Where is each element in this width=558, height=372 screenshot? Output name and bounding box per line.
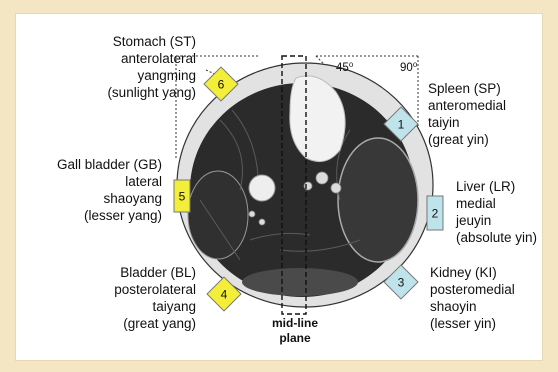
angle-90-label: 90⁰ <box>400 60 417 74</box>
posterior-region <box>242 268 358 296</box>
lateral-muscle <box>188 171 248 259</box>
svg-text:3: 3 <box>398 276 405 290</box>
bladder-label: Bladder (BL) posterolateral taiyang (gre… <box>40 264 196 332</box>
badge-5: 5 <box>174 180 190 212</box>
angle-45-label: 45⁰ <box>336 60 353 74</box>
svg-text:5: 5 <box>179 190 186 204</box>
liver-label: Liver (LR) medial jeuyin (absolute yin) <box>456 178 556 246</box>
spleen-label: Spleen (SP) anteromedial taiyin (great y… <box>428 80 548 148</box>
stomach-label: Stomach (ST) anterolateral yangming (sun… <box>40 33 196 101</box>
svg-text:1: 1 <box>398 118 405 132</box>
svg-text:6: 6 <box>218 78 225 92</box>
kidney-label: Kidney (KI) posteromedial shaoyin (lesse… <box>430 264 550 332</box>
midline-plane-label: mid-line plane <box>262 316 328 346</box>
badge-2: 2 <box>427 196 443 230</box>
fibula-bone <box>249 175 275 201</box>
gall-bladder-label: Gall bladder (GB) lateral shaoyang (less… <box>20 156 162 224</box>
svg-text:2: 2 <box>432 207 439 221</box>
svg-text:4: 4 <box>221 288 228 302</box>
